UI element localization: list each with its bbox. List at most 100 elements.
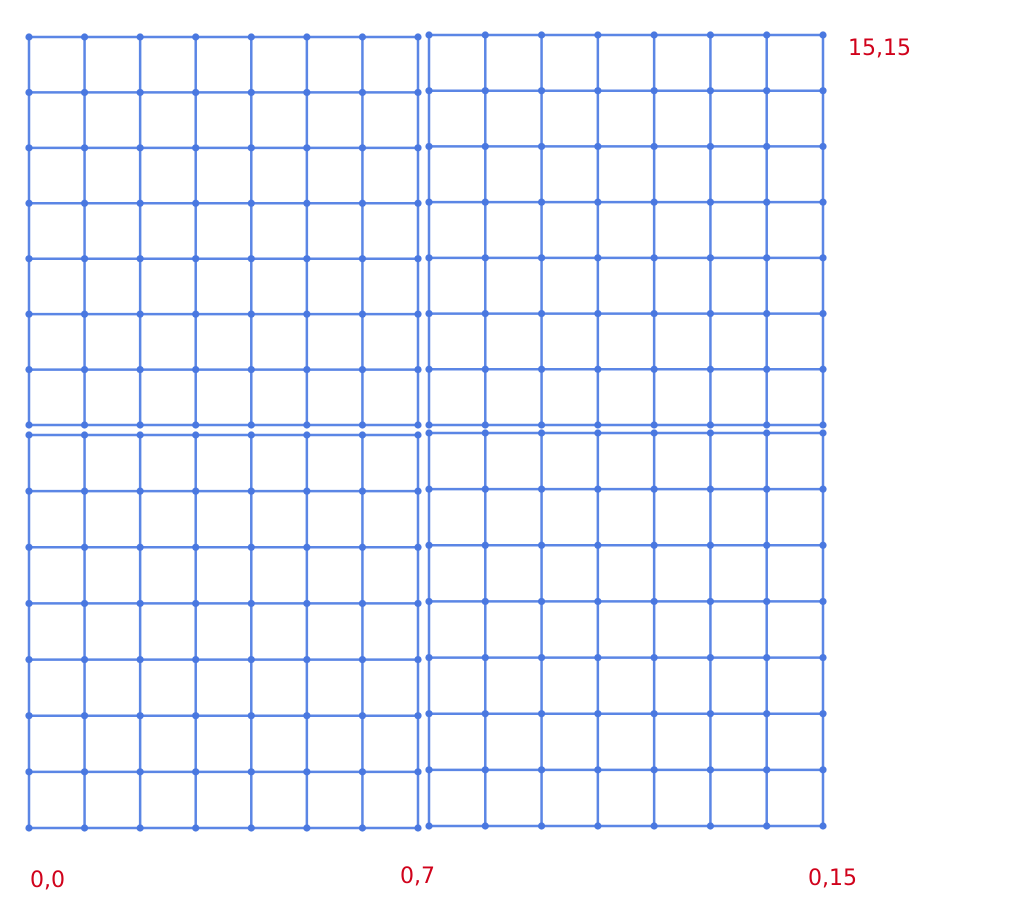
- grid-node: [303, 543, 311, 551]
- grid-node: [80, 421, 89, 429]
- grid-node: [247, 365, 255, 374]
- grid-node: [763, 31, 771, 39]
- grid-node: [650, 822, 658, 830]
- grid-node: [303, 365, 311, 374]
- grid-node: [819, 766, 827, 774]
- grid-node: [819, 198, 827, 206]
- grid-node: [358, 310, 367, 318]
- grid-node: [425, 87, 433, 95]
- grid-node: [414, 543, 422, 551]
- grid-node: [481, 822, 489, 830]
- grid-node: [650, 421, 658, 429]
- grid-node: [706, 31, 715, 39]
- grid-node: [594, 254, 602, 262]
- grid-node: [481, 87, 489, 95]
- grid-node: [537, 710, 546, 718]
- grid-node: [414, 310, 422, 318]
- grid-node: [819, 142, 827, 151]
- grid-node: [706, 822, 715, 830]
- grid-node: [192, 655, 200, 664]
- grid-node: [303, 712, 311, 720]
- grid-node: [819, 429, 827, 437]
- grid-node: [819, 31, 827, 39]
- grid-node: [481, 309, 489, 318]
- grid-node: [706, 421, 715, 429]
- grid-node: [537, 87, 546, 95]
- grid-node: [80, 824, 89, 832]
- grid-node: [136, 310, 144, 318]
- grid-node: [537, 822, 546, 830]
- grid-node: [763, 653, 771, 662]
- grid-node: [25, 88, 33, 97]
- grid-node: [481, 429, 489, 437]
- grid-node: [136, 768, 144, 776]
- grid-node: [763, 429, 771, 437]
- grid-node: [594, 822, 602, 830]
- grid-node: [414, 655, 422, 664]
- grid-node: [594, 597, 602, 606]
- grid-node: [706, 653, 715, 662]
- grid-node: [136, 487, 144, 495]
- grid-node: [481, 198, 489, 206]
- grid-node: [819, 365, 827, 373]
- grid-node: [192, 310, 200, 318]
- grid-node: [247, 712, 255, 720]
- grid-node: [706, 766, 715, 774]
- grid-node: [25, 144, 33, 152]
- grid-node: [80, 431, 89, 439]
- grid-node: [819, 710, 827, 718]
- grid-node: [80, 543, 89, 551]
- grid-node: [192, 144, 200, 152]
- grid-node: [192, 599, 200, 608]
- grid-node: [414, 199, 422, 207]
- grid-node: [136, 199, 144, 207]
- grid-node: [358, 712, 367, 720]
- grid-node: [358, 599, 367, 608]
- grid-node: [706, 710, 715, 718]
- grid-node: [414, 255, 422, 263]
- grid-node: [763, 142, 771, 151]
- grid-node: [650, 429, 658, 437]
- grid-node: [80, 655, 89, 664]
- grid-node: [706, 198, 715, 206]
- grid-node: [706, 309, 715, 318]
- grid-node: [481, 485, 489, 493]
- grid-node: [414, 421, 422, 429]
- grid-node: [537, 766, 546, 774]
- grid-node: [25, 199, 33, 207]
- grid-node: [247, 310, 255, 318]
- grid-node: [650, 254, 658, 262]
- grid-node: [537, 653, 546, 662]
- grid-node: [594, 653, 602, 662]
- grid-node: [303, 33, 311, 41]
- grid-node: [25, 365, 33, 374]
- grid-node: [80, 365, 89, 374]
- grid-node: [192, 199, 200, 207]
- grid-node: [414, 144, 422, 152]
- grid-node: [594, 31, 602, 39]
- grid-node: [763, 365, 771, 373]
- grid-node: [650, 485, 658, 493]
- grid-node: [358, 421, 367, 429]
- grid-node: [650, 87, 658, 95]
- grid-node: [414, 599, 422, 608]
- grid-node: [192, 487, 200, 495]
- coordinate-label-bottom-middle: 0,7: [400, 864, 435, 889]
- grid-node: [247, 543, 255, 551]
- grid-node: [25, 824, 33, 832]
- grid-node: [136, 543, 144, 551]
- grid-node: [763, 766, 771, 774]
- grid-node: [819, 485, 827, 493]
- grid-node: [247, 824, 255, 832]
- grid-node: [25, 712, 33, 720]
- grid-node: [481, 710, 489, 718]
- grid-node: [80, 199, 89, 207]
- grid-node: [25, 421, 33, 429]
- grid-node: [303, 255, 311, 263]
- grid-node: [650, 766, 658, 774]
- grid-node: [594, 766, 602, 774]
- grid-node: [481, 31, 489, 39]
- grid-block-bottom-right: [425, 429, 827, 830]
- grid-node: [25, 310, 33, 318]
